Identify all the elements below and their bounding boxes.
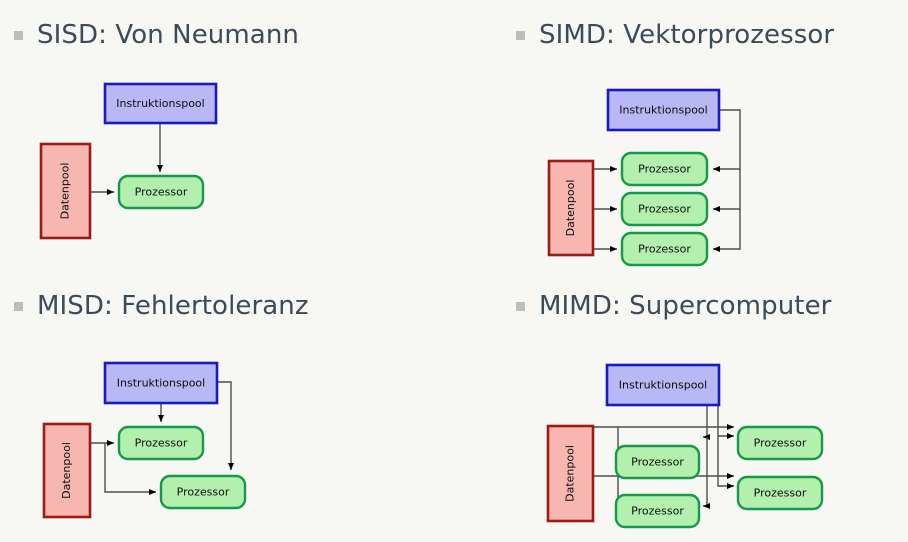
- heading-mimd: MIMD: Supercomputer: [516, 291, 831, 321]
- node-data-pool: Datenpool: [547, 159, 595, 257]
- node-data-pool: Datenpool: [39, 142, 92, 240]
- connector-instruction-bus-2: [713, 169, 741, 212]
- bullet-square-icon: [516, 301, 525, 311]
- node-instruction-pool: Instruktionspool: [103, 361, 219, 405]
- node-instruction-pool-label: Instruktionspool: [619, 104, 707, 117]
- node-processor-1: Prozessor: [620, 151, 709, 187]
- connector-data-bus-top-left: [617, 427, 660, 465]
- heading-simd-text: SIMD: Vektorprozessor: [539, 20, 835, 50]
- node-instruction-pool: Instruktionspool: [605, 363, 721, 407]
- node-data-pool-label: Datenpool: [59, 163, 72, 220]
- connector-instruction-bus-3: [713, 209, 741, 252]
- node-processor-3: Prozessor: [620, 231, 709, 267]
- node-instruction-pool-label: Instruktionspool: [116, 97, 204, 110]
- node-instruction-pool: Instruktionspool: [606, 88, 721, 132]
- bullet-square-icon: [516, 30, 525, 40]
- connector-data-to-processor-2: [104, 443, 156, 495]
- bullet-square-icon: [14, 301, 23, 311]
- node-processor-1: Prozessor: [117, 425, 205, 461]
- node-processor-1-label: Prozessor: [135, 437, 188, 450]
- node-processor-2-label: Prozessor: [631, 505, 684, 518]
- node-data-pool: Datenpool: [546, 424, 595, 523]
- node-processor-2-label: Prozessor: [638, 203, 691, 216]
- connector-instruction-bus-1: [713, 109, 741, 172]
- node-processor-3: Prozessor: [736, 425, 824, 461]
- node-processor-4-label: Prozessor: [754, 487, 807, 500]
- node-processor-2: Prozessor: [159, 474, 247, 510]
- connector-data-bus-bottom-left: [617, 476, 660, 514]
- node-data-pool-label: Datenpool: [564, 445, 577, 502]
- node-processor-3-label: Prozessor: [638, 243, 691, 256]
- node-processor-2: Prozessor: [620, 191, 709, 227]
- connector-instruction-bus-right-2: [717, 436, 734, 489]
- node-processor-2-label: Prozessor: [177, 486, 230, 499]
- node-processor-1: Prozessor: [614, 444, 701, 480]
- node-processor-1: Prozessor: [117, 174, 205, 210]
- connector-instruction-to-processor-2: [217, 381, 234, 470]
- connector-instruction-bus-left-2: [703, 437, 710, 509]
- bullet-square-icon: [14, 30, 23, 40]
- heading-mimd-text: MIMD: Supercomputer: [539, 291, 832, 321]
- node-processor-2: Prozessor: [614, 493, 701, 529]
- node-data-pool: Datenpool: [42, 422, 92, 519]
- heading-sisd: SISD: Von Neumann: [14, 20, 299, 50]
- quadrant-sisd: SISD: Von Neumann Instruktionspool: [0, 0, 454, 270]
- node-instruction-pool-label: Instruktionspool: [117, 377, 205, 390]
- node-processor-3-label: Prozessor: [754, 437, 807, 450]
- connector-instruction-bus-right-1: [717, 380, 734, 439]
- node-processor-1-label: Prozessor: [135, 186, 188, 199]
- node-instruction-pool: Instruktionspool: [103, 82, 218, 125]
- node-processor-1-label: Prozessor: [631, 456, 684, 469]
- connector-instruction-bus-left-1: [703, 405, 710, 440]
- heading-simd: SIMD: Vektorprozessor: [516, 20, 834, 50]
- node-processor-1-label: Prozessor: [638, 163, 691, 176]
- node-instruction-pool-label: Instruktionspool: [619, 379, 707, 392]
- node-data-pool-label: Datenpool: [564, 180, 577, 237]
- quadrant-simd: SIMD: Vektorprozessor: [454, 0, 908, 270]
- node-processor-4: Prozessor: [736, 475, 824, 511]
- quadrant-misd: MISD: Fehlertoleranz: [0, 271, 454, 541]
- heading-misd: MISD: Fehlertoleranz: [14, 291, 309, 321]
- node-data-pool-label: Datenpool: [60, 442, 73, 499]
- quadrant-mimd: MIMD: Supercomputer: [454, 271, 908, 541]
- heading-sisd-text: SISD: Von Neumann: [37, 20, 299, 50]
- heading-misd-text: MISD: Fehlertoleranz: [37, 291, 309, 321]
